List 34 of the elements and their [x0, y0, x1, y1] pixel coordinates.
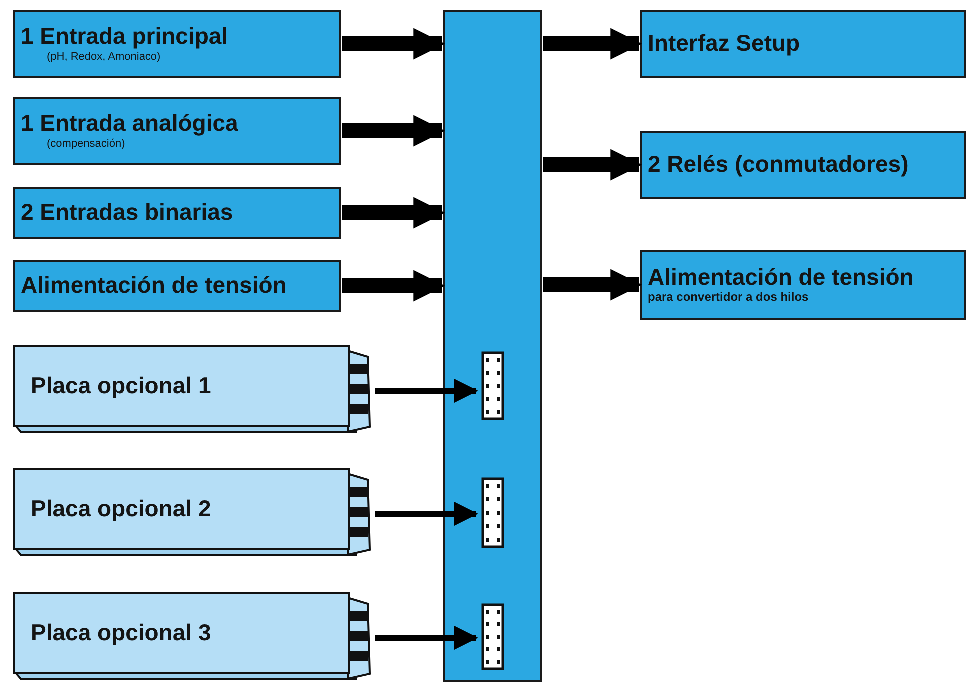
box-title: 1 Entrada analógica — [21, 111, 240, 136]
box-subtitle: para convertidor a dos hilos — [648, 290, 810, 306]
output-box — [640, 10, 966, 78]
box-title: 1 Entrada principal — [21, 24, 230, 50]
card-label: Placa opcional 3 — [31, 620, 212, 646]
block-arrow — [342, 197, 446, 229]
block-arrow — [543, 149, 642, 181]
box-title: 2 Relés (conmutadores) — [648, 152, 910, 178]
block-arrow — [543, 28, 642, 60]
output-box — [640, 250, 966, 320]
slot-connector — [482, 352, 504, 420]
block-arrow — [342, 28, 446, 60]
output-box — [640, 131, 966, 199]
slot-connector — [482, 604, 504, 670]
box-title: Alimentación de tensión — [21, 273, 288, 299]
box-title: Alimentación de tensión — [648, 264, 915, 290]
arrow — [375, 502, 478, 526]
card-label: Placa opcional 2 — [31, 496, 212, 522]
bus-bar — [443, 10, 542, 682]
box-subtitle: (pH, Redox, Amoniaco) — [47, 50, 162, 64]
arrow — [375, 626, 478, 650]
box-title: 2 Entradas binarias — [21, 200, 234, 226]
input-box — [13, 10, 341, 78]
box-subtitle: (compensación) — [47, 136, 126, 151]
arrow — [375, 379, 478, 403]
block-arrow — [543, 269, 642, 301]
input-box — [13, 260, 341, 312]
input-box — [13, 97, 341, 165]
box-title: Interfaz Setup — [648, 31, 802, 57]
input-box — [13, 187, 341, 239]
block-arrow — [342, 115, 446, 147]
block-arrow — [342, 270, 446, 302]
slot-connector — [482, 478, 504, 548]
card-label: Placa opcional 1 — [31, 373, 212, 399]
